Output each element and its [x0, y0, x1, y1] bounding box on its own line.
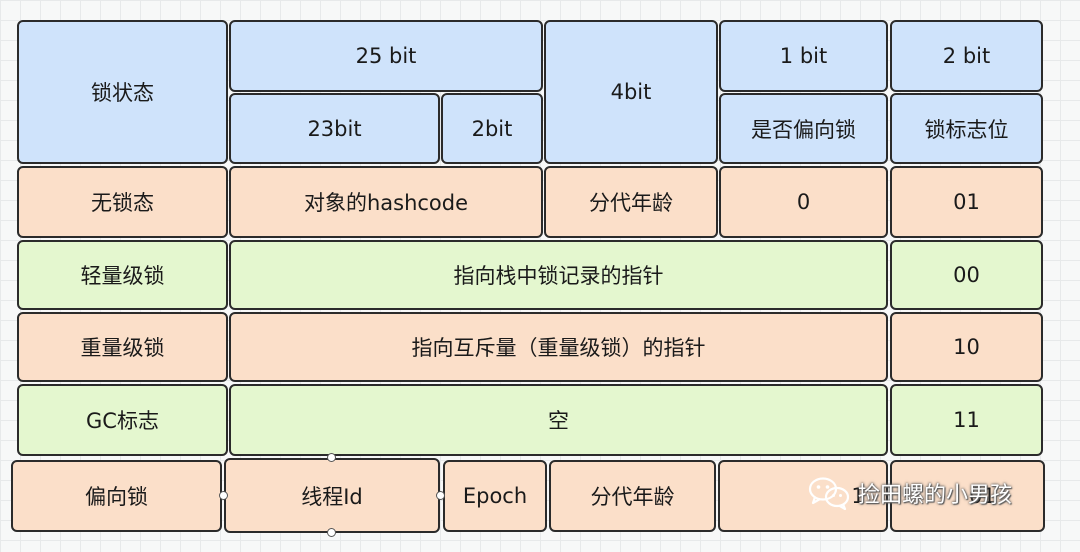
row-biased-biased[interactable]: 1 — [718, 460, 888, 532]
header-lock-state[interactable]: 锁状态 — [17, 20, 228, 164]
header-25-bit[interactable]: 25 bit — [229, 20, 543, 92]
row-unlocked-state[interactable]: 无锁态 — [17, 166, 228, 238]
header-lock-flag[interactable]: 锁标志位 — [890, 93, 1043, 164]
row-lightweight-flag[interactable]: 00 — [890, 240, 1043, 310]
header-biased-flag[interactable]: 是否偏向锁 — [719, 93, 888, 164]
selection-handle-right[interactable] — [436, 491, 445, 500]
header-2-bit[interactable]: 2bit — [441, 93, 543, 164]
row-lightweight-pointer[interactable]: 指向栈中锁记录的指针 — [229, 240, 888, 310]
row-biased-state[interactable]: 偏向锁 — [11, 460, 222, 532]
selection-handle-left[interactable] — [219, 491, 228, 500]
watermark: 捡田螺的小男孩 — [808, 476, 1012, 510]
row-unlocked-biased[interactable]: 0 — [719, 166, 888, 238]
header-4-bit[interactable]: 4bit — [544, 20, 718, 164]
row-heavyweight-flag[interactable]: 10 — [890, 312, 1043, 382]
row-heavyweight-state[interactable]: 重量级锁 — [17, 312, 228, 382]
row-biased-age[interactable]: 分代年龄 — [549, 460, 716, 532]
wechat-icon — [808, 477, 850, 510]
row-unlocked-age[interactable]: 分代年龄 — [544, 166, 718, 238]
selection-handle-bottom[interactable] — [327, 528, 336, 537]
row-biased-flag[interactable]: 01 — [890, 460, 1045, 532]
selection-handle-top[interactable] — [327, 453, 336, 462]
header-2-bit-flag[interactable]: 2 bit — [890, 20, 1043, 92]
row-gc-state[interactable]: GC标志 — [17, 384, 228, 456]
row-unlocked-flag[interactable]: 01 — [890, 166, 1043, 238]
row-gc-flag[interactable]: 11 — [890, 384, 1043, 456]
row-lightweight-state[interactable]: 轻量级锁 — [17, 240, 228, 310]
header-23-bit[interactable]: 23bit — [229, 93, 440, 164]
row-gc-content[interactable]: 空 — [229, 384, 888, 456]
row-heavyweight-pointer[interactable]: 指向互斥量（重量级锁）的指针 — [229, 312, 888, 382]
row-biased-thread-id[interactable]: 线程Id — [224, 458, 440, 533]
header-1-bit[interactable]: 1 bit — [719, 20, 888, 92]
row-biased-epoch[interactable]: Epoch — [443, 460, 547, 532]
watermark-text: 捡田螺的小男孩 — [858, 483, 1013, 508]
row-unlocked-hashcode[interactable]: 对象的hashcode — [229, 166, 543, 238]
